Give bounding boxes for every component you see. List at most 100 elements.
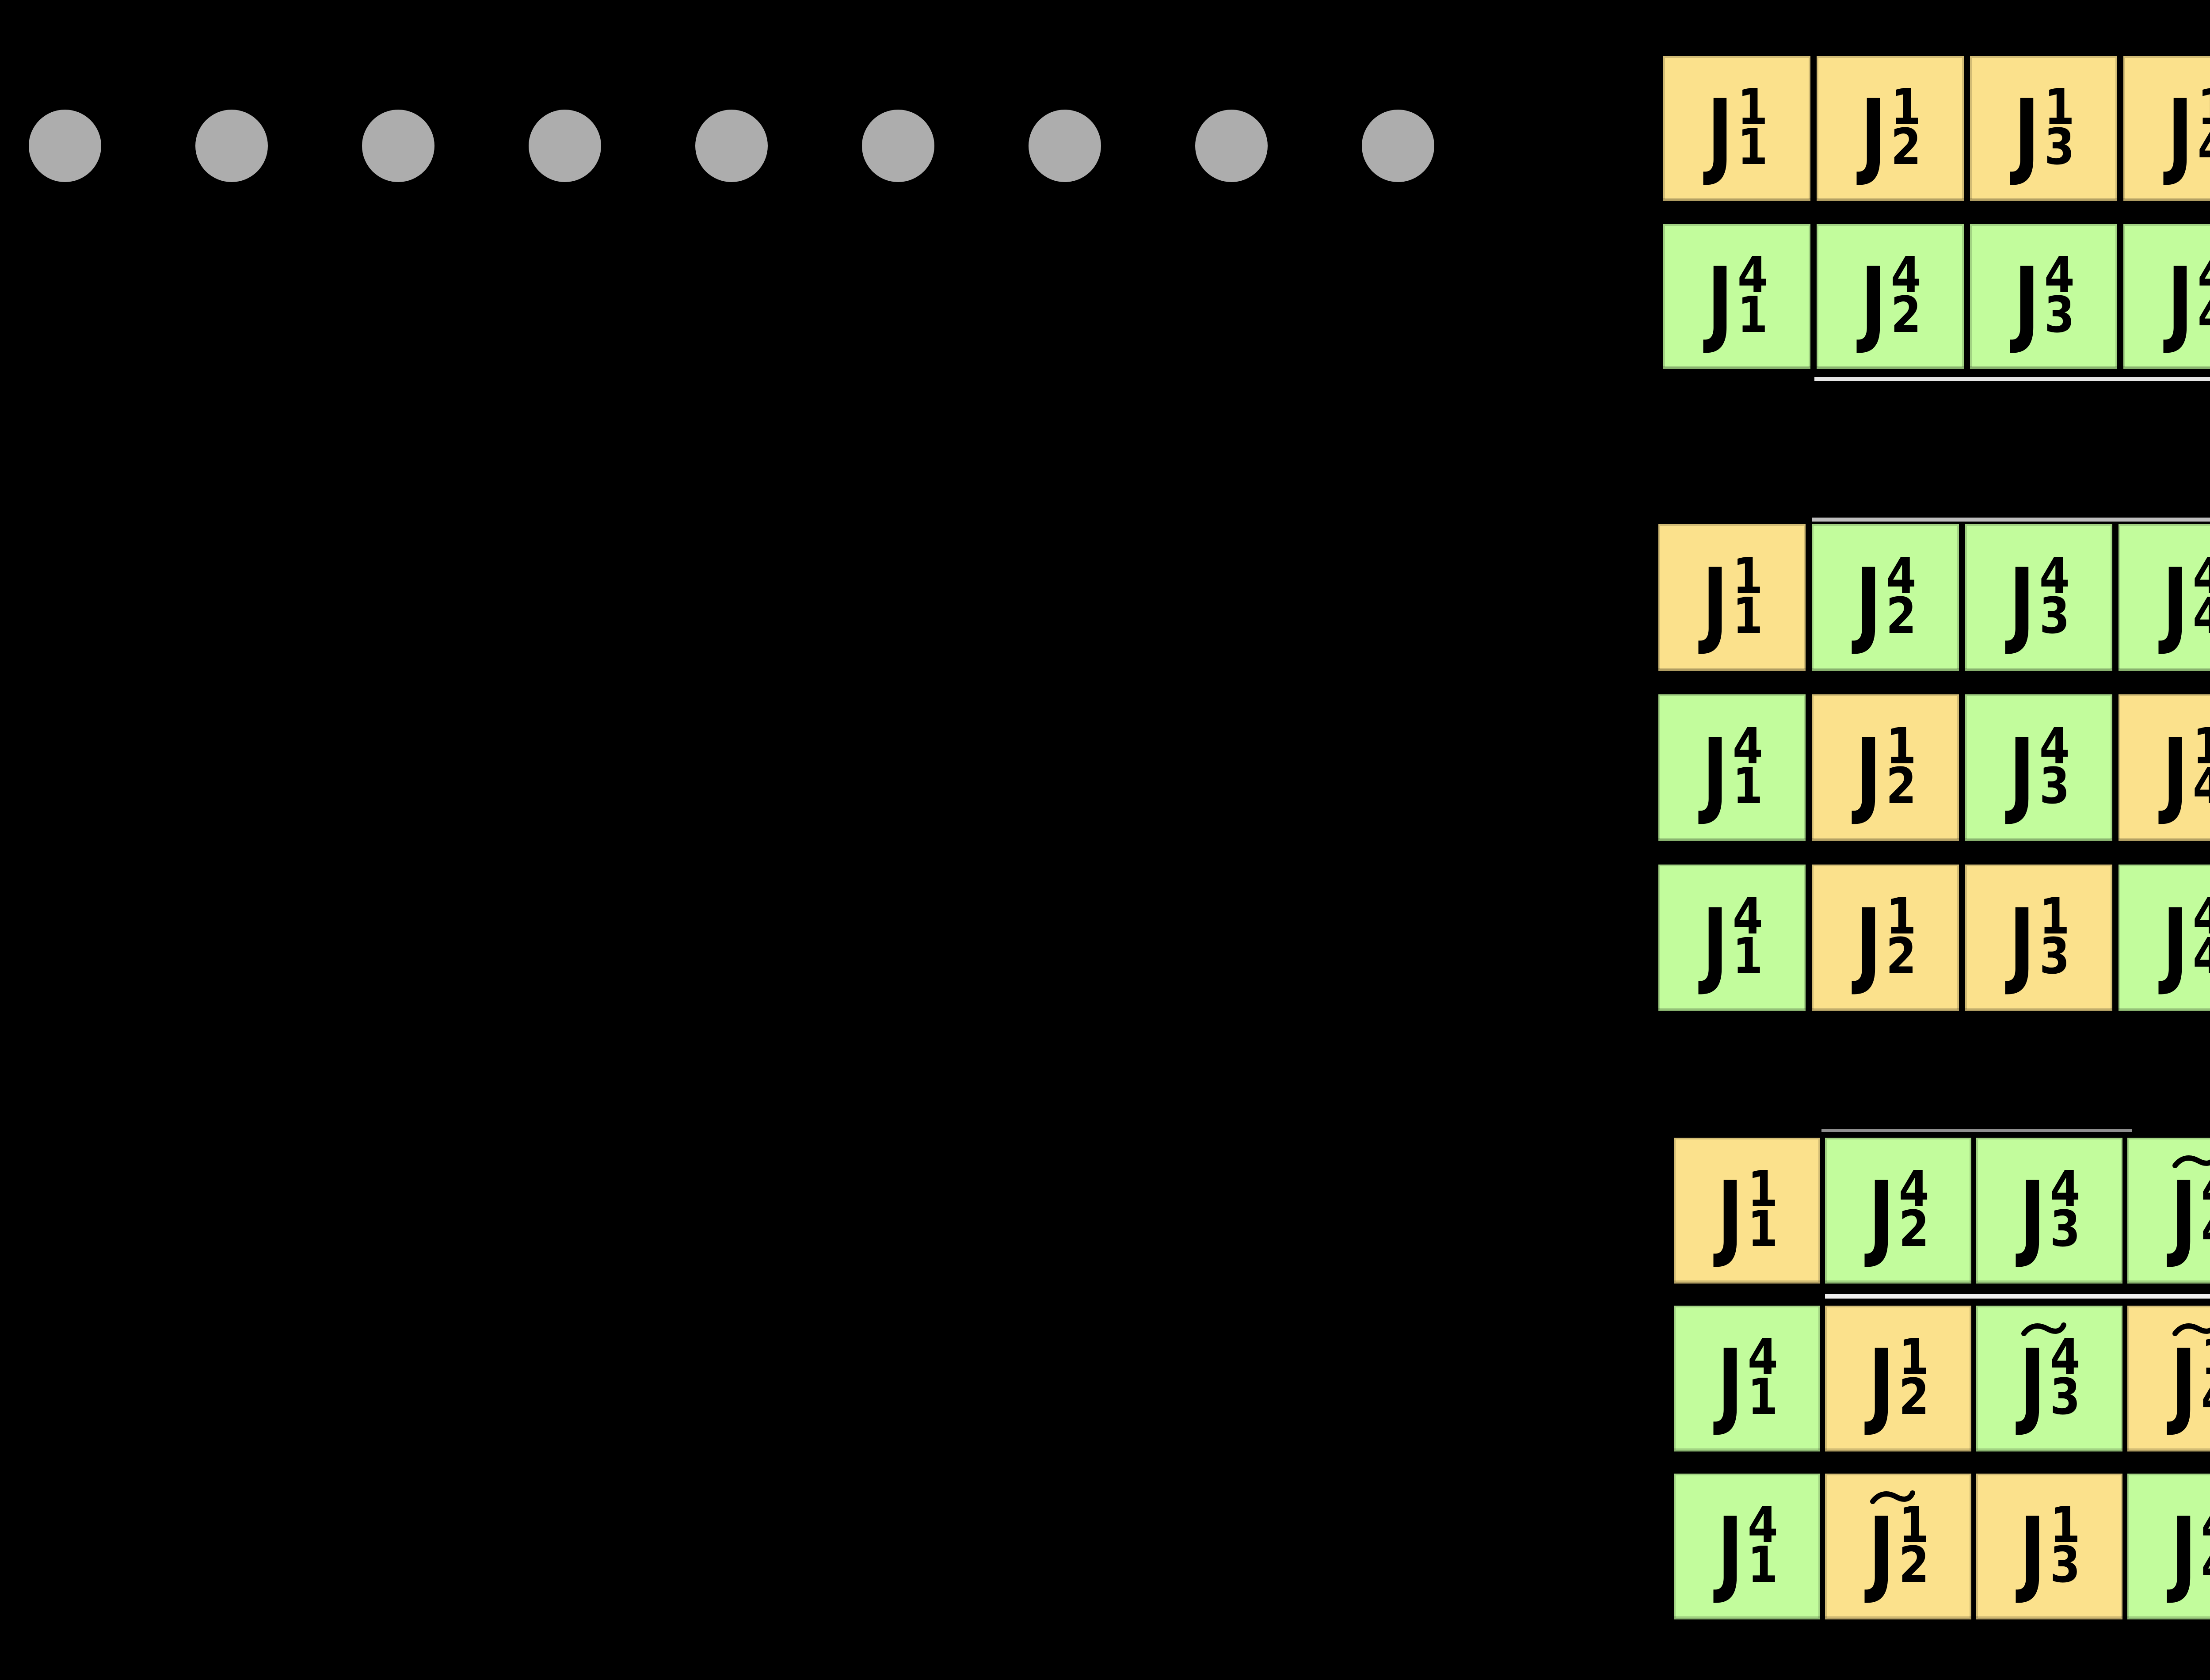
- tilde-accent: [1870, 1490, 1916, 1504]
- coupling-symbol: J: [1707, 79, 1733, 188]
- tilde-accent: [2021, 1322, 2067, 1336]
- coupling-symbol: J: [2162, 888, 2188, 998]
- subscript: 4: [2193, 762, 2210, 811]
- coupling-symbol: J: [1860, 247, 1886, 356]
- qubit-dot: [29, 110, 101, 182]
- superscript: 1: [1747, 1161, 1778, 1219]
- subscript: 4: [2198, 290, 2210, 339]
- coupling-symbol: J: [2009, 718, 2035, 827]
- coupling-symbol: J: [1717, 1161, 1743, 1270]
- superscript: 4: [1898, 1161, 1929, 1219]
- superscript: 1: [2044, 79, 2075, 137]
- coupling-symbol: J: [2171, 1161, 2197, 1270]
- superscript: 4: [1732, 888, 1763, 946]
- symbol-scripts: 44: [2198, 251, 2210, 340]
- qubit-dot: [1195, 110, 1268, 182]
- superscript: 1: [1737, 79, 1768, 137]
- symbol-scripts: 44: [2201, 1165, 2210, 1254]
- qubit-chain: [29, 110, 1434, 182]
- superscript: 4: [2201, 1165, 2210, 1214]
- subscript: 2: [1898, 1200, 1929, 1258]
- cell-J4-4: J44: [2123, 224, 2210, 369]
- coupling-grid-middle: J11J42J43J44J41J12J43J14J41J12J13J44: [1658, 524, 2210, 1011]
- coupling-grid-bottom-tilde: J11J42J43J44J41J12J43J14J41J12J13J44: [1674, 1138, 2210, 1619]
- coupling-grid-top-pair: J11J12J13J14J41J42J43J44: [1663, 56, 2210, 369]
- tilde-accent: [2172, 1323, 2210, 1336]
- subscript: 1: [1732, 758, 1763, 815]
- cell-label: J44: [2165, 1501, 2210, 1599]
- qubit-dot: [862, 110, 934, 182]
- superscript: 4: [2050, 1161, 2080, 1219]
- cell-label: J44: [2165, 1155, 2210, 1270]
- cell-label: J44: [2162, 251, 2210, 349]
- superscript: 1: [1898, 1329, 1929, 1387]
- superscript: 4: [1886, 548, 1917, 606]
- coupling-symbol: J: [1856, 718, 1882, 827]
- superscript: 1: [2039, 888, 2070, 946]
- coupling-symbol: J: [2014, 79, 2040, 188]
- coupling-symbol: J: [1860, 79, 1886, 188]
- superscript: 1: [1732, 548, 1763, 606]
- subscript: 1: [1747, 1368, 1778, 1426]
- subscript: 1: [1732, 928, 1763, 985]
- superscript: 4: [2039, 548, 2070, 606]
- subscript: 1: [1737, 286, 1768, 344]
- superscript: 4: [2039, 718, 2070, 776]
- symbol-scripts: 44: [2193, 892, 2210, 981]
- coupling-symbol: J: [2019, 1329, 2046, 1438]
- superscript: 1: [1886, 888, 1917, 946]
- coupling-symbol: J: [2019, 1497, 2046, 1606]
- cell-J4-4: J44: [2127, 1474, 2210, 1619]
- coupling-symbol: J: [1868, 1497, 1894, 1606]
- coupling-symbol: J: [2014, 247, 2040, 356]
- superscript: 4: [2193, 892, 2210, 941]
- subscript: 3: [2039, 758, 2070, 815]
- qubit-dot: [695, 110, 768, 182]
- superscript: 1: [1898, 1497, 1929, 1554]
- symbol-scripts: 14: [2198, 83, 2210, 172]
- superscript: 1: [1890, 79, 1921, 137]
- coupling-symbol: J: [1856, 548, 1882, 657]
- symbol-scripts: 44: [2193, 552, 2210, 641]
- superscript: 4: [2193, 552, 2210, 601]
- coupling-symbol: J: [1868, 1161, 1894, 1270]
- symbol-scripts: 14: [2201, 1333, 2210, 1422]
- coupling-symbol: J: [1717, 1497, 1743, 1606]
- coupling-symbol: J: [1702, 888, 1728, 998]
- separator-line: [1812, 518, 2210, 522]
- subscript: 3: [2044, 118, 2075, 176]
- subscript: 4: [2198, 122, 2210, 171]
- superscript: 1: [1886, 718, 1917, 776]
- superscript: 4: [2044, 247, 2075, 305]
- subscript: 2: [1898, 1368, 1929, 1426]
- subscript: 2: [1886, 928, 1917, 985]
